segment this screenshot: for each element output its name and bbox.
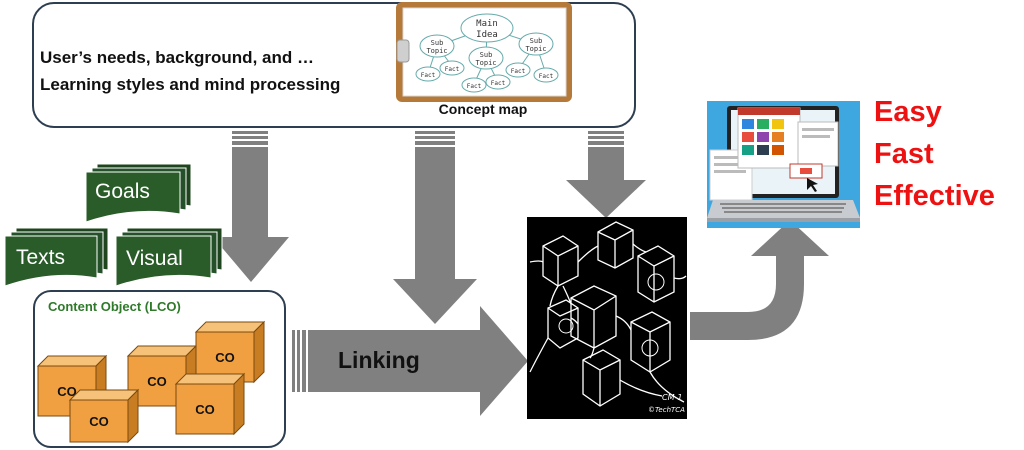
svg-text:Sub: Sub (431, 39, 444, 47)
network-sketch-image: CM-1 ©TechTCA (527, 217, 687, 419)
svg-text:Sub: Sub (480, 51, 493, 59)
cube-label: CO (215, 350, 235, 365)
texts-doc (4, 227, 109, 287)
arrow-to-linking (393, 131, 477, 324)
needs-line-2: Learning styles and mind processing (40, 75, 341, 94)
user-needs-text: User’s needs, background, and … Learning… (40, 44, 340, 98)
cm-main-idea-1: Main (476, 19, 498, 29)
cube-label: CO (147, 374, 167, 389)
svg-text:Topic: Topic (525, 45, 546, 53)
result-fast: Fast (874, 138, 934, 170)
goals-label: Goals (95, 180, 150, 203)
visual-label: Visual (126, 247, 183, 270)
cube-label: CO (89, 414, 109, 429)
result-easy: Easy (874, 96, 942, 128)
svg-text:Fact: Fact (467, 83, 482, 90)
svg-text:Fact: Fact (491, 80, 506, 87)
svg-text:Fact: Fact (445, 66, 460, 73)
linking-arrow (292, 306, 528, 416)
svg-text:Topic: Topic (475, 59, 496, 67)
content-object-cube: CO (194, 320, 266, 384)
arrow-to-content-object (213, 131, 289, 282)
result-effective: Effective (874, 180, 995, 212)
content-object-cube: CO (174, 372, 246, 436)
svg-text:Fact: Fact (421, 72, 436, 79)
sketch-caption-2: ©TechTCA (648, 406, 685, 414)
svg-text:Fact: Fact (539, 73, 554, 80)
content-object-title: Content Object (LCO) (48, 299, 181, 314)
visual-doc (115, 227, 223, 287)
arrow-to-network (566, 131, 646, 218)
content-object-cube: CO (68, 388, 140, 444)
svg-text:Fact: Fact (511, 68, 526, 75)
laptop-image (707, 101, 860, 228)
svg-text:Sub: Sub (530, 37, 543, 45)
svg-text:Topic: Topic (426, 47, 447, 55)
sketch-caption-1: CM-1 (662, 393, 682, 402)
cube-label: CO (57, 384, 77, 399)
texts-label: Texts (16, 246, 66, 269)
needs-line-1: User’s needs, background, and … (40, 48, 314, 67)
linking-label: Linking (338, 347, 420, 373)
cm-main-idea-2: Idea (476, 30, 498, 40)
concept-map-label: Concept map (438, 101, 528, 117)
goals-doc (85, 163, 192, 223)
content-object-cubes: CO CO CO CO CO (36, 320, 266, 444)
cube-label: CO (195, 402, 215, 417)
arrows (213, 131, 829, 416)
result-arrow (690, 220, 829, 340)
